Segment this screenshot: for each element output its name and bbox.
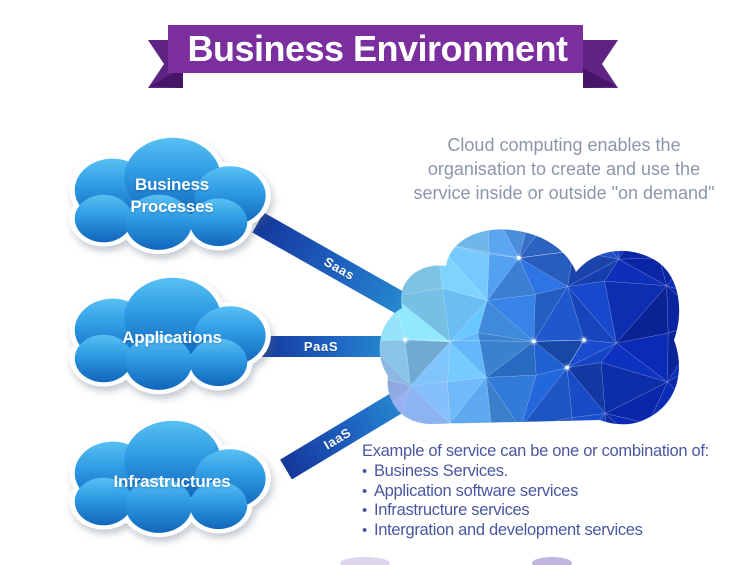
bullet-icon: • [362, 463, 367, 481]
list-item-text: Application software services [373, 481, 579, 500]
list-item-text: Business Services. [373, 462, 508, 481]
services-list: • Business Services. • Application softw… [362, 462, 740, 540]
page-title: Business Environment [187, 28, 568, 69]
decorative-smudge [340, 557, 390, 565]
cloud-label-line: Infrastructures [113, 472, 231, 491]
decorative-smudge [532, 557, 572, 565]
intro-text-line: service inside or outside "on demand" [413, 183, 715, 203]
cloud-label-business-processes: Business Processes [92, 174, 252, 218]
list-item-text: Infrastructure services [373, 501, 530, 520]
bullet-icon: • [362, 521, 367, 539]
intro-text-line: Cloud computing enables the [447, 135, 681, 155]
bullet-icon: • [362, 482, 367, 500]
list-item: • Intergration and development services [362, 521, 740, 540]
cloud-label-line: Business [135, 175, 209, 194]
services-heading: Example of service can be one or combina… [362, 442, 709, 460]
list-item: • Infrastructure services [362, 501, 740, 520]
connector-paas-label: PaaS [303, 339, 339, 354]
title-ribbon [148, 25, 618, 88]
list-item: • Business Services. [362, 462, 740, 481]
cloud-label-line: Applications [122, 328, 222, 347]
list-item-text: Intergration and development services [373, 520, 643, 539]
intro-text-line: organisation to create and use the [427, 159, 701, 179]
services-block: Example of service can be one or combina… [362, 442, 740, 540]
list-item: • Application software services [362, 482, 740, 501]
bullet-icon: • [362, 502, 367, 520]
cloud-label-applications: Applications [92, 327, 252, 349]
intro-text: Cloud computing enables the organisation… [398, 133, 730, 205]
cloud-label-infrastructures: Infrastructures [92, 471, 252, 493]
cloud-label-line: Processes [130, 197, 214, 216]
